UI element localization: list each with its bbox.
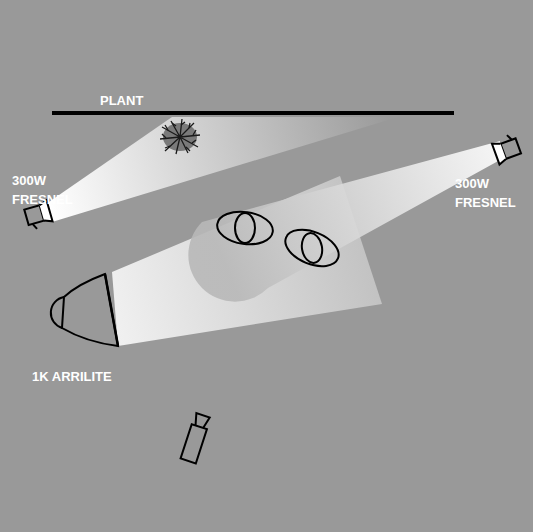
prop-label: PLANT (100, 91, 160, 110)
arrilite-light (51, 274, 118, 346)
fresnel-light (491, 133, 522, 165)
actor-symbol (280, 223, 344, 274)
backdrop-wall (52, 111, 454, 115)
fresnel-beam (188, 141, 500, 302)
light-label: 1K ARRILITE (32, 367, 142, 386)
light-label: 300W FRESNEL (12, 171, 74, 209)
light-label: 300W FRESNEL (455, 174, 525, 212)
camera-symbol (181, 413, 211, 464)
actor-symbol (215, 208, 275, 247)
plant-symbol (160, 119, 200, 154)
